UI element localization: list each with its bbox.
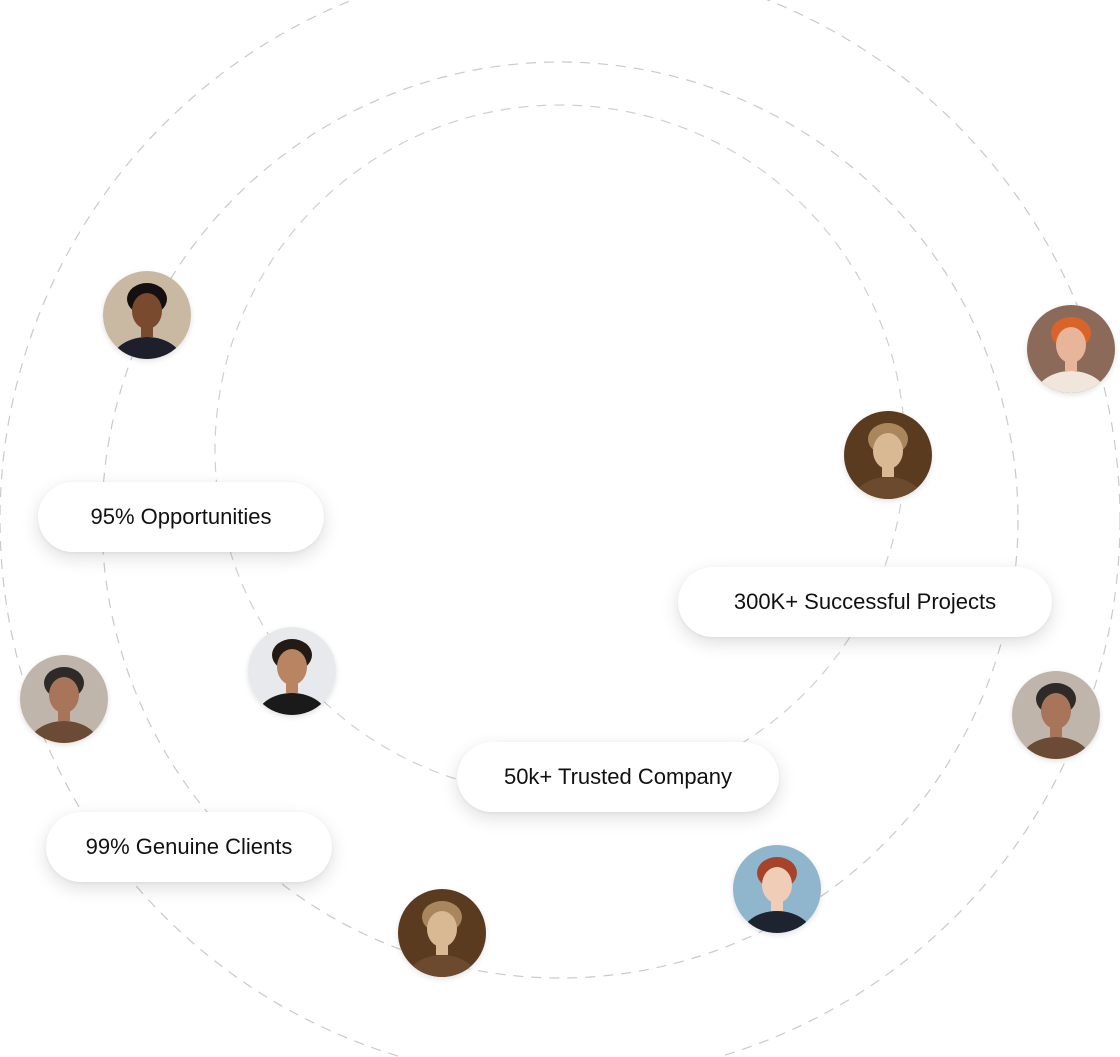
avatar-photo bbox=[733, 845, 821, 933]
stat-label: 300K+ Successful Projects bbox=[733, 589, 997, 614]
avatar-photo bbox=[844, 411, 932, 499]
stat-pill-trusted-company: 50k+ Trusted Company bbox=[457, 742, 779, 812]
portrait-image bbox=[733, 845, 821, 933]
middle-orbit bbox=[101, 61, 1019, 979]
avatar-photo bbox=[1027, 305, 1115, 393]
portrait-image bbox=[1027, 305, 1115, 393]
portrait-image bbox=[398, 889, 486, 977]
portrait-image bbox=[248, 627, 336, 715]
avatar-photo bbox=[103, 271, 191, 359]
portrait-image bbox=[844, 411, 932, 499]
avatar-photo bbox=[1012, 671, 1100, 759]
stat-label: 95% Opportunities bbox=[90, 504, 272, 529]
portrait-image bbox=[1012, 671, 1100, 759]
avatar-photo bbox=[398, 889, 486, 977]
stat-label: 99% Genuine Clients bbox=[85, 834, 293, 859]
stat-label: 50k+ Trusted Company bbox=[503, 764, 733, 789]
portrait-image bbox=[20, 655, 108, 743]
avatar-photo bbox=[20, 655, 108, 743]
stat-pill-opportunities: 95% Opportunities bbox=[38, 482, 324, 552]
stat-pill-successful-projects: 300K+ Successful Projects bbox=[678, 567, 1052, 637]
portrait-image bbox=[103, 271, 191, 359]
avatar-photo bbox=[248, 627, 336, 715]
stat-pill-genuine-clients: 99% Genuine Clients bbox=[46, 812, 332, 882]
